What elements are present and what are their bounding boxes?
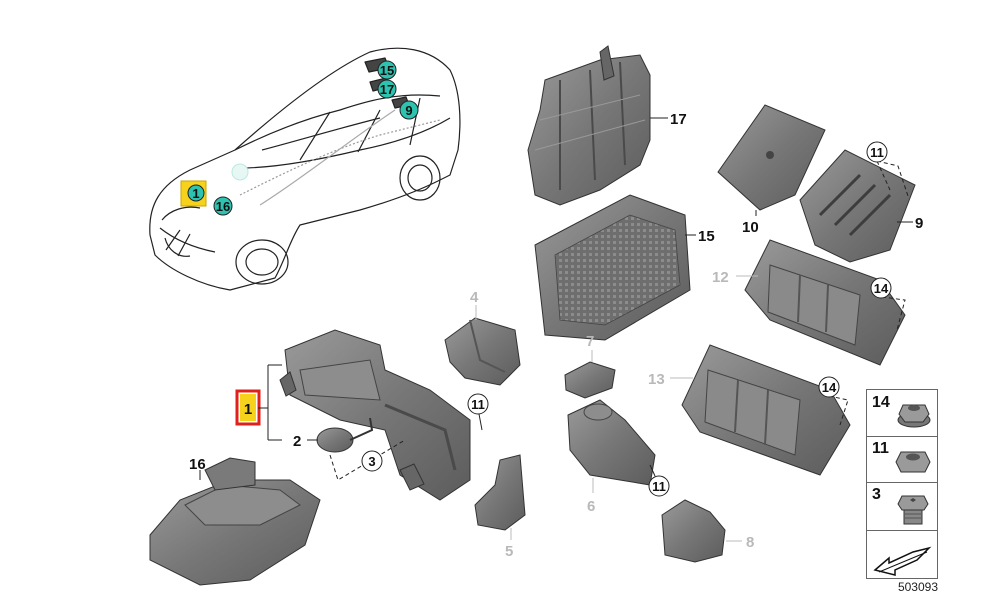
fastener-legend: 14 11 3 [866, 389, 938, 579]
part-16-label: 16 [189, 456, 206, 473]
part-16-control-unit[interactable] [149, 457, 321, 586]
callout-11-bubble-a[interactable]: 11 [467, 393, 489, 415]
part-12-relay-box[interactable] [744, 239, 906, 366]
part-8-connector[interactable] [661, 499, 726, 563]
callout-11-b-label: 11 [870, 145, 884, 160]
part-9-label: 9 [915, 215, 923, 232]
legend-item-11[interactable]: 11 [867, 436, 937, 483]
arrow-panel-icon [873, 546, 932, 576]
part-8-label: 8 [746, 534, 754, 551]
diagram-number: 503093 [897, 580, 938, 594]
car-marker-9[interactable]: 9 [399, 100, 419, 120]
callout-3-bubble[interactable]: 3 [361, 450, 383, 472]
part-1-bracket-line [267, 364, 282, 441]
part-5-label: 5 [505, 543, 513, 560]
part-15-body-module[interactable] [534, 194, 691, 341]
callout-11-bubble-c[interactable]: 11 [648, 475, 670, 497]
callout-14-a-label: 14 [874, 281, 889, 296]
part-1-highlight-fill [240, 394, 256, 421]
hex-nut-icon [895, 451, 931, 473]
part-13-relay-box[interactable] [681, 344, 851, 476]
legend-11-number: 11 [872, 440, 889, 457]
car-marker-17-label: 17 [380, 82, 394, 97]
callout-14-b-label: 14 [822, 380, 837, 395]
car-marker-faded [231, 163, 249, 181]
car-marker-1-highlight[interactable]: 1 [180, 180, 207, 207]
callout-14-bubble-b[interactable]: 14 [818, 376, 840, 398]
car-marker-15-label: 15 [380, 63, 394, 78]
part-1-power-distribution-box[interactable] [279, 329, 471, 501]
legend-item-arrow [867, 530, 937, 578]
flange-nut-icon [897, 404, 931, 428]
callout-11-a-label: 11 [471, 397, 485, 412]
part-17-label: 17 [670, 111, 687, 128]
part-17-bracket[interactable] [527, 45, 651, 206]
car-marker-17[interactable]: 17 [377, 79, 397, 99]
car-marker-16-label: 16 [216, 199, 230, 214]
legend-item-14[interactable]: 14 [867, 390, 937, 437]
part-1-label: 1 [244, 401, 252, 418]
part-5-bracket[interactable] [474, 454, 526, 531]
part-2-label: 2 [293, 433, 301, 450]
part-4-label: 4 [470, 289, 479, 306]
part-10-cover[interactable] [717, 104, 826, 211]
part-6-holder[interactable] [567, 399, 656, 486]
part-4-cover[interactable] [444, 317, 521, 386]
part-6-label: 6 [587, 498, 595, 515]
part-9-fuse-carrier[interactable] [799, 149, 916, 263]
part-7-label: 7 [586, 333, 594, 350]
part-7-clip[interactable] [564, 361, 616, 399]
part-13-label: 13 [648, 371, 665, 388]
car-marker-16[interactable]: 16 [213, 196, 233, 216]
callout-3-label: 3 [368, 454, 375, 469]
legend-14-number: 14 [872, 394, 890, 411]
part-12-label: 12 [712, 269, 729, 286]
legend-3-number: 3 [872, 486, 881, 503]
car-marker-15[interactable]: 15 [377, 60, 397, 80]
car-marker-9-label: 9 [405, 103, 412, 118]
torx-plug-icon [897, 495, 929, 525]
part-15-label: 15 [698, 228, 715, 245]
car-marker-1-label: 1 [192, 186, 199, 201]
vehicle-outline [149, 47, 461, 291]
part-2-sensor[interactable] [316, 417, 374, 453]
legend-item-3[interactable]: 3 [867, 482, 937, 531]
callout-14-bubble-a[interactable]: 14 [870, 277, 892, 299]
callout-11-c-label: 11 [652, 479, 666, 494]
part-10-label: 10 [742, 219, 759, 236]
callout-11-bubble-b[interactable]: 11 [866, 141, 888, 163]
